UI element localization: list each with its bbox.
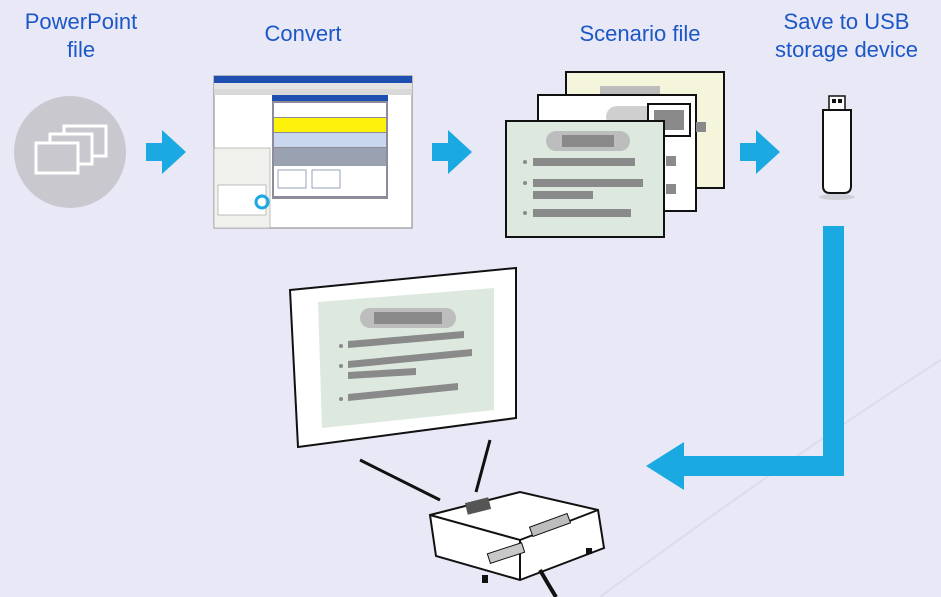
projection-beam-line (359, 458, 441, 502)
label-save-to-usb: Save to USB storage device (752, 8, 941, 64)
flow-arrow-return (646, 226, 844, 490)
flow-arrow-right (432, 130, 472, 174)
projection-beam-line (474, 439, 492, 493)
label-powerpoint-file: PowerPoint file (0, 8, 162, 64)
label-line: file (66, 37, 96, 62)
label-convert: Convert (264, 21, 342, 46)
flow-arrow-right (146, 130, 186, 174)
flow-arrow-right (740, 130, 780, 174)
label-line: storage device (774, 37, 919, 62)
usb-drive-icon (819, 95, 855, 200)
label-line: PowerPoint (24, 9, 138, 34)
software-window-icon (213, 75, 413, 229)
background-curve (599, 359, 941, 597)
projection-screen-icon (288, 266, 517, 449)
scenario-file-icon (505, 71, 725, 238)
label-scenario-file: Scenario file (579, 21, 701, 46)
label-line: Save to USB (783, 9, 910, 34)
powerpoint-file-icon (14, 96, 126, 208)
projector-icon (428, 490, 606, 597)
